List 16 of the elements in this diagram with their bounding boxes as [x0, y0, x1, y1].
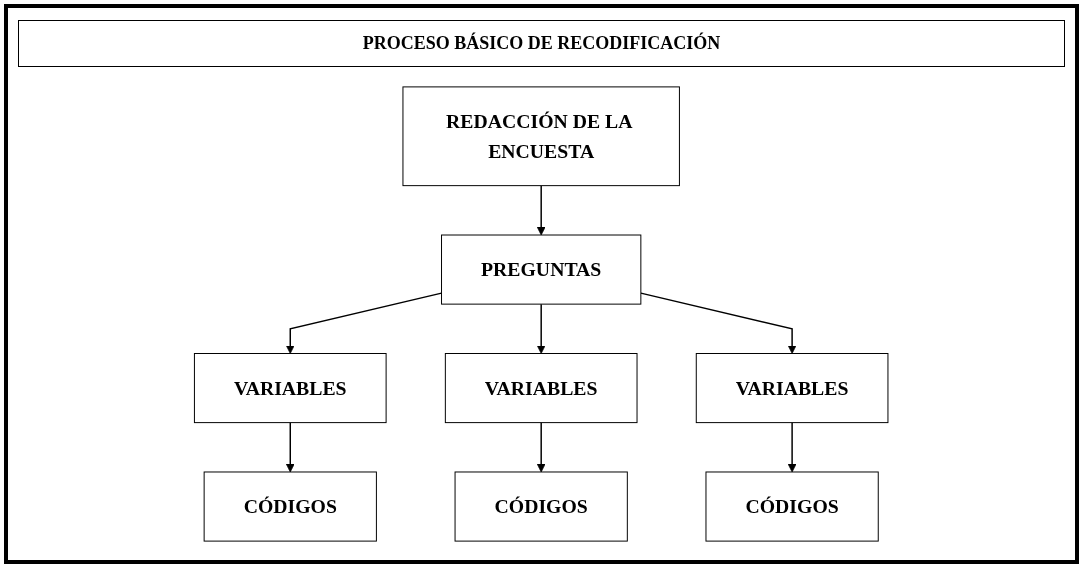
- arrow: [640, 291, 797, 354]
- arrow: [537, 184, 546, 235]
- node-box: CÓDIGOS: [454, 471, 629, 542]
- node-box: REDACCIÓN DE LA ENCUESTA: [402, 85, 681, 186]
- node-box: VARIABLES: [194, 352, 387, 423]
- arrow: [537, 302, 546, 354]
- node-box: PREGUNTAS: [441, 234, 642, 305]
- arrow: [286, 291, 443, 354]
- node-box: CÓDIGOS: [203, 471, 378, 542]
- arrow: [286, 421, 295, 472]
- arrow: [537, 421, 546, 472]
- node-box: CÓDIGOS: [705, 471, 880, 542]
- diagram-title: PROCESO BÁSICO DE RECODIFICACIÓN: [18, 20, 1065, 67]
- node-box: VARIABLES: [445, 352, 638, 423]
- node-box: VARIABLES: [696, 352, 889, 423]
- arrow: [788, 421, 797, 472]
